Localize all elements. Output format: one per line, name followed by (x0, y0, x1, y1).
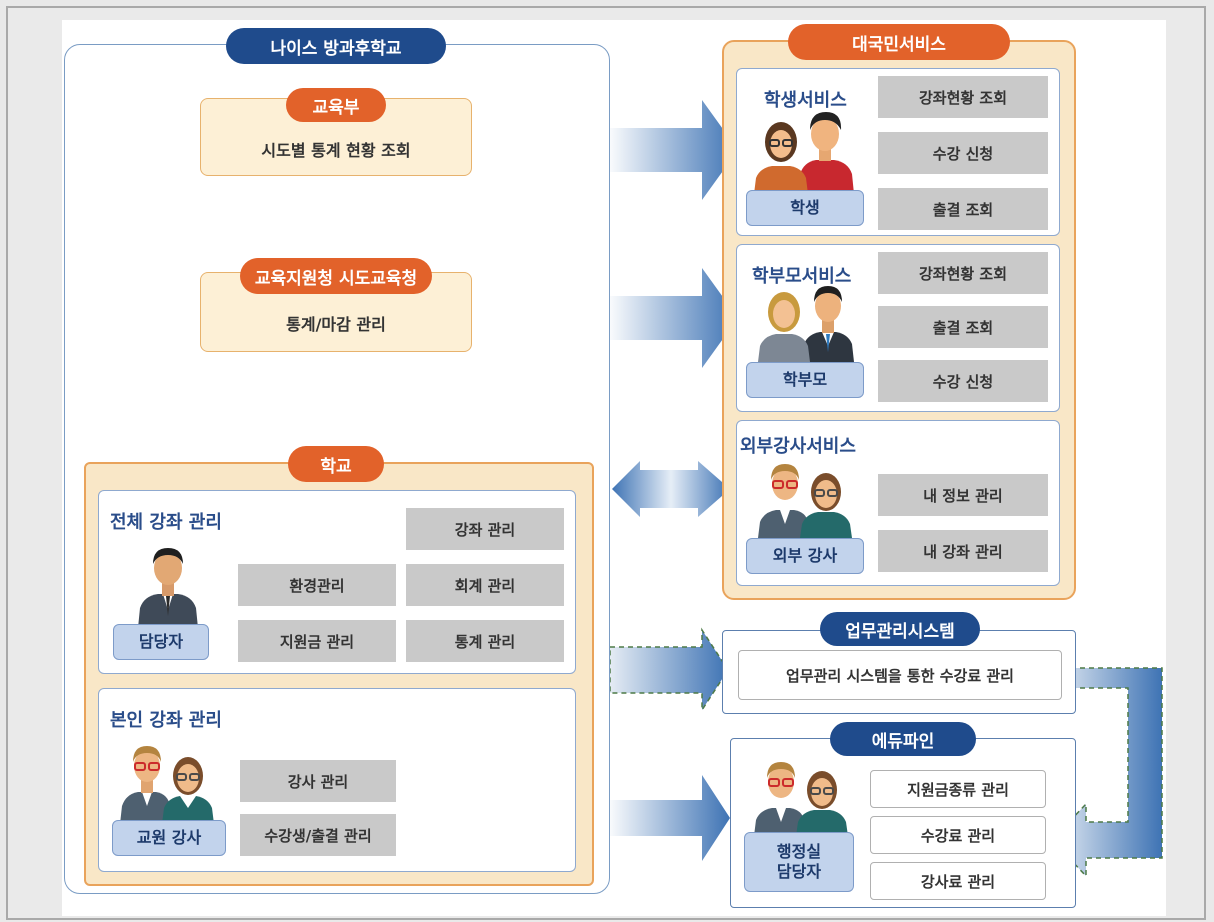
manager-person-icon (138, 548, 198, 628)
edufine-title: 에듀파인 (830, 722, 976, 756)
manager-role: 담당자 (113, 624, 209, 660)
own-courses-title: 본인 강좌 관리 (110, 710, 222, 731)
parent-item-enroll: 수강 신청 (878, 360, 1048, 402)
parent-item-attendance: 출결 조회 (878, 306, 1048, 348)
teacher-pair-icon (120, 746, 214, 824)
work-title: 업무관리시스템 (820, 612, 980, 646)
cell-env-mgmt: 환경관리 (238, 564, 396, 606)
external-item-info: 내 정보 관리 (878, 474, 1048, 516)
work-task: 업무관리 시스템을 통한 수강료 관리 (738, 650, 1062, 700)
dashed-return-arrow (1050, 667, 1163, 878)
cell-subsidy-mgmt: 지원금 관리 (238, 620, 396, 662)
external-title: 외부강사서비스 (740, 436, 856, 457)
admin-staff-pair-icon (754, 762, 848, 836)
cell-stats-mgmt: 통계 관리 (406, 620, 564, 662)
admin-staff-role: 행정실 담당자 (744, 832, 854, 892)
parent-pair-icon (758, 286, 854, 362)
neis-title: 나이스 방과후학교 (226, 28, 446, 64)
right-arrow-moe (606, 100, 738, 200)
all-courses-title: 전체 강좌 관리 (110, 512, 222, 533)
parent-role: 학부모 (746, 362, 864, 398)
external-item-courses: 내 강좌 관리 (878, 530, 1048, 572)
cell-accounting-mgmt: 회계 관리 (406, 564, 564, 606)
moe-task: 시도별 통계 현황 조회 (261, 141, 411, 160)
school-label: 학교 (288, 446, 384, 482)
edufine-item-tuition: 수강료 관리 (870, 816, 1046, 854)
public-title: 대국민서비스 (788, 24, 1010, 60)
parent-title: 학부모서비스 (752, 266, 852, 287)
moe-label: 교육부 (286, 88, 386, 122)
student-title: 학생서비스 (764, 90, 847, 111)
teacher-role: 교원 강사 (112, 820, 226, 856)
dashed-arrow-work (609, 627, 729, 713)
external-role: 외부 강사 (746, 538, 864, 574)
cell-instructor-mgmt: 강사 관리 (240, 760, 396, 802)
external-pair-icon (758, 464, 852, 538)
cell-attendance-mgmt: 수강생/출결 관리 (240, 814, 396, 856)
student-item-enroll: 수강 신청 (878, 132, 1048, 174)
student-pair-icon (754, 112, 854, 194)
double-arrow-external (612, 461, 730, 517)
right-arrow-office (606, 268, 738, 368)
student-role: 학생 (746, 190, 864, 226)
student-item-course-status: 강좌현황 조회 (878, 76, 1048, 118)
parent-item-course-status: 강좌현황 조회 (878, 252, 1048, 294)
office-task: 통계/마감 관리 (286, 315, 386, 334)
edufine-item-subsidy-types: 지원금종류 관리 (870, 770, 1046, 808)
right-arrow-edufine (606, 775, 730, 861)
edufine-item-instructor-pay: 강사료 관리 (870, 862, 1046, 900)
cell-course-mgmt: 강좌 관리 (406, 508, 564, 550)
student-item-attendance: 출결 조회 (878, 188, 1048, 230)
office-label: 교육지원청 시도교육청 (240, 258, 432, 294)
